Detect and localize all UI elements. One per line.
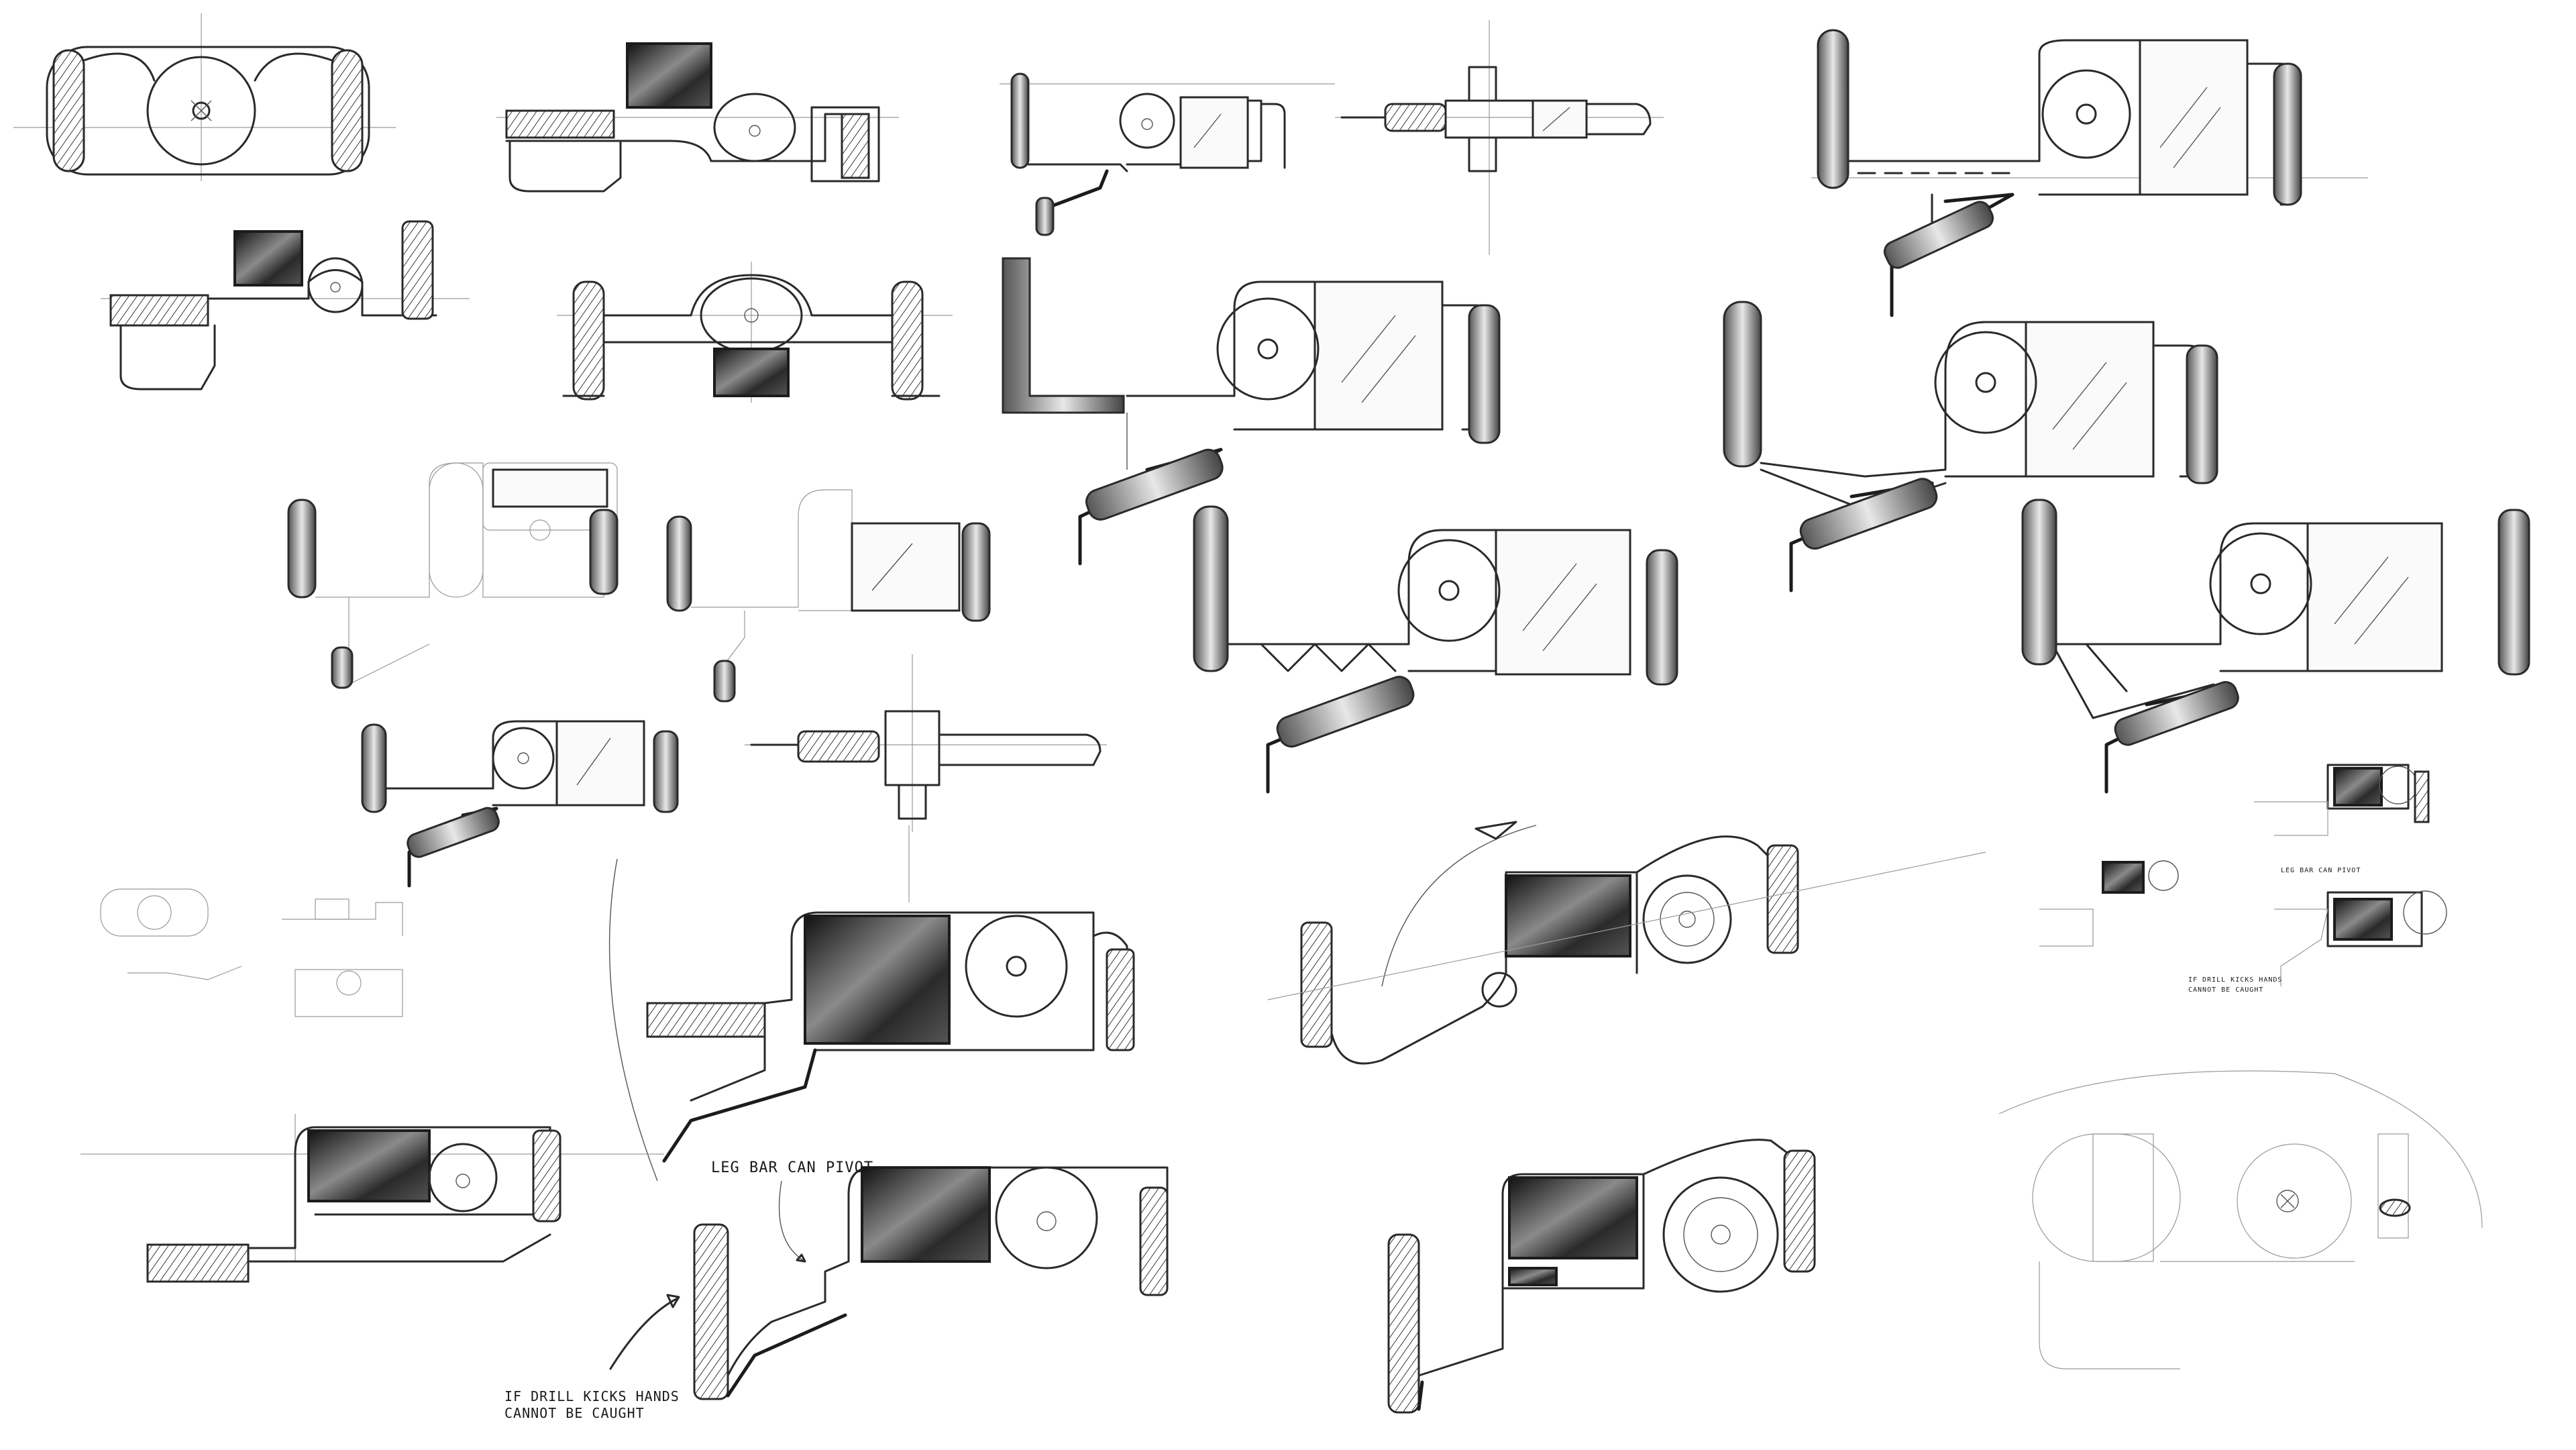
- sketch-side-large-screen: [608, 825, 1135, 1182]
- sketch-outline-bottom-right: [1998, 1070, 2483, 1369]
- sketch-bottom-left-screen: [80, 1114, 664, 1283]
- sketch-small-arm-a: [1000, 72, 1335, 236]
- note-drill-kicks-line1: IF DRILL KICKS HANDS: [504, 1388, 680, 1404]
- sketch-small-arm-c: [361, 720, 679, 888]
- note-leg-bar-pivot: LEG BAR CAN PIVOT: [711, 1159, 873, 1176]
- sketch-truss-arm: [1193, 505, 1678, 794]
- sketch-strut-arm: [2021, 499, 2530, 794]
- sketch-leg-bar-pivot: [609, 1166, 1169, 1400]
- sketch-large-concept-a: [1811, 29, 2368, 317]
- sketch-top-view-grip: [1335, 20, 1664, 255]
- note-small-leg-bar: LEG BAR CAN PIVOT: [2281, 867, 2361, 874]
- sketch-arm-large-b: [1002, 257, 1501, 566]
- sketch-screen-grip: [496, 42, 899, 193]
- sketch-outline-a: [287, 462, 619, 689]
- sketch-outline-b: [666, 489, 991, 703]
- sketch-disc-large-bottom: [1387, 1139, 1816, 1414]
- sketch-front-view-disc: [557, 262, 953, 403]
- note-small-drill-line1: IF DRILL KICKS HANDS: [2188, 976, 2282, 984]
- note-drill-kicks-line2: CANNOT BE CAUGHT: [504, 1405, 645, 1421]
- sketch-faint-cluster: [100, 888, 403, 1017]
- sketch-arm-large-c: [1723, 301, 2218, 592]
- sketch-top-view-disc: [13, 13, 396, 181]
- note-small-drill-line2: CANNOT BE CAUGHT: [2188, 986, 2263, 994]
- sketch-small-thumbnails: [2039, 764, 2447, 986]
- sketch-top-view-grip-b: [745, 654, 1107, 832]
- sketch-rotating-arm: [1267, 821, 1986, 1065]
- sketch-screen-disc-b: [101, 220, 470, 391]
